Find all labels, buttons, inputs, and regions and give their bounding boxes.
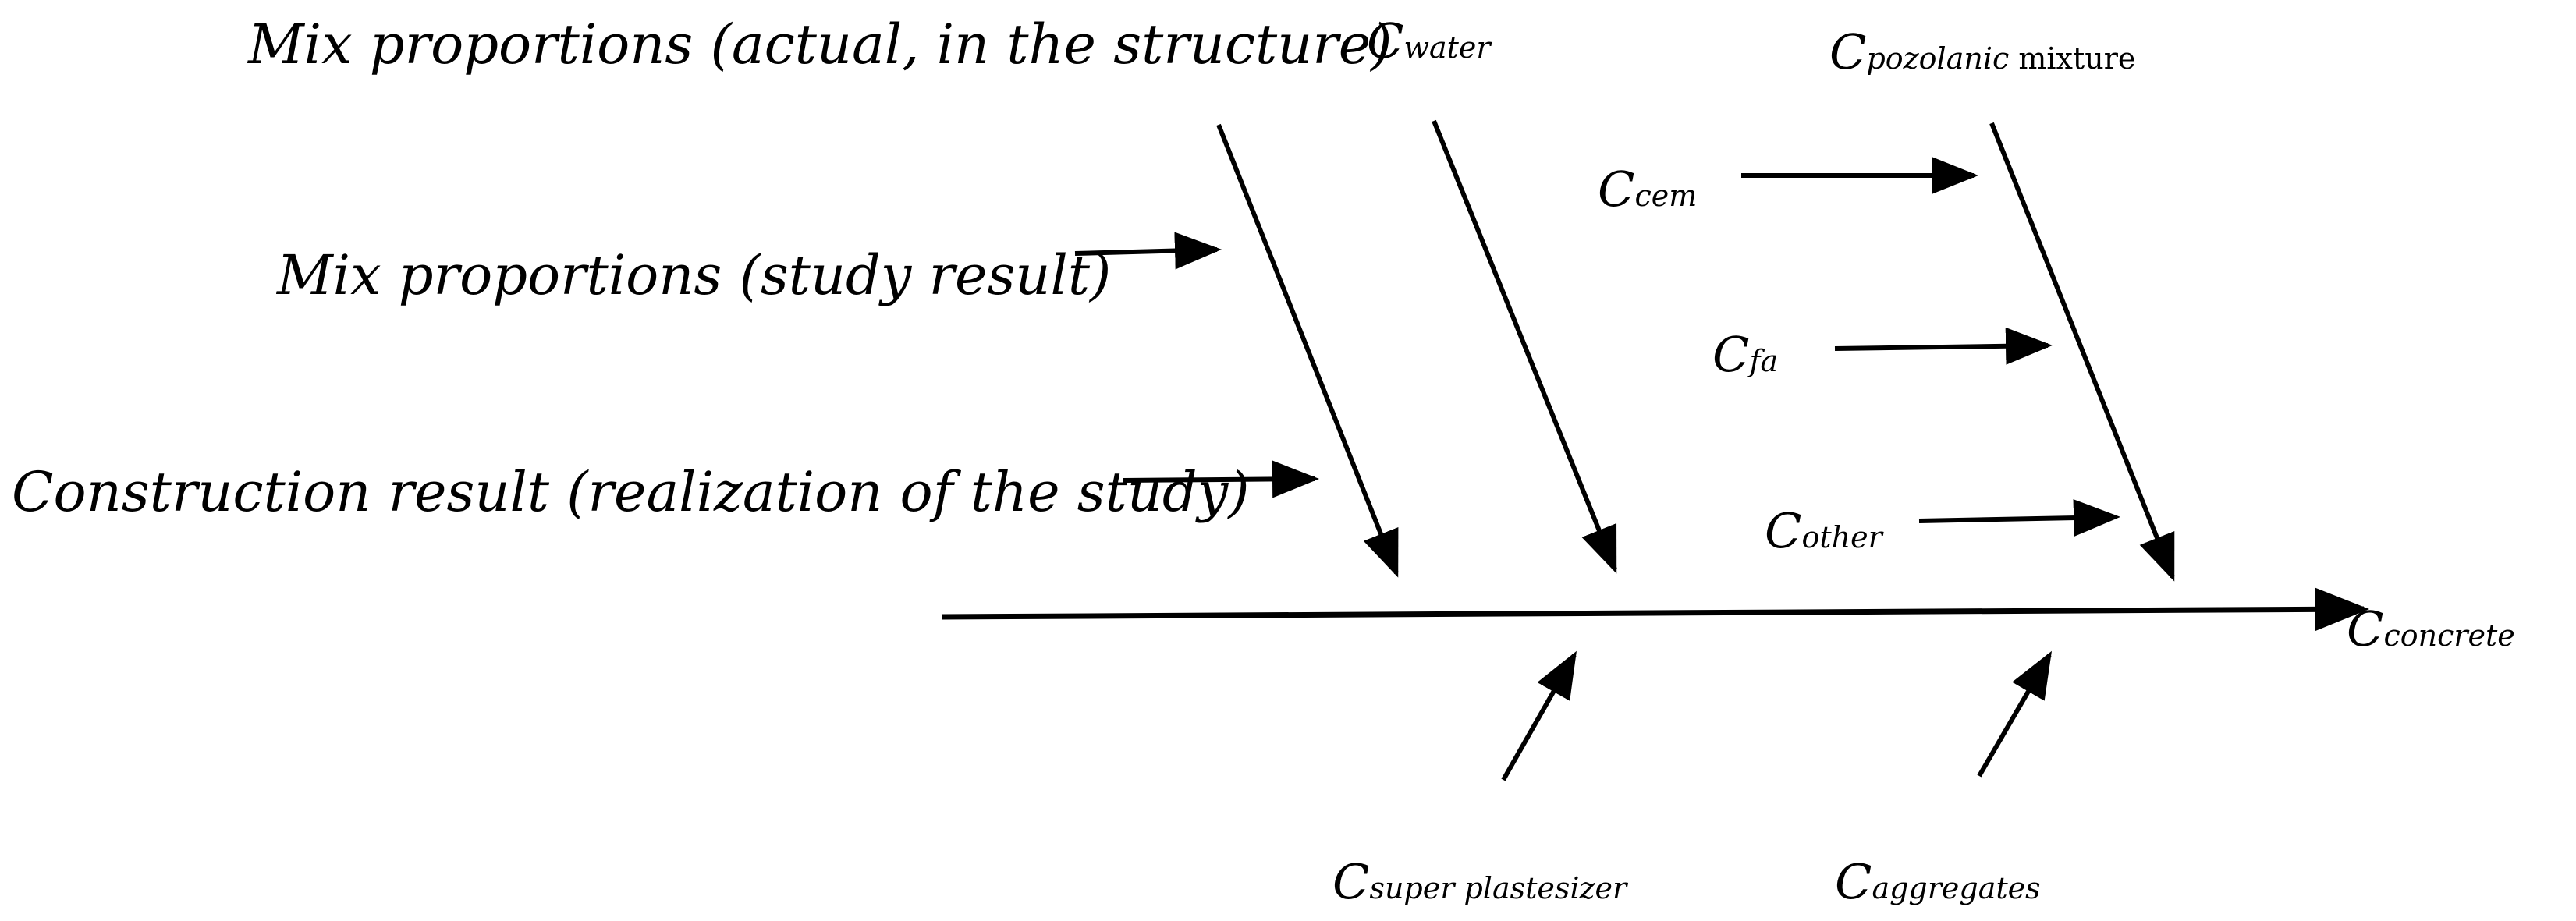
construction-result-label: Construction result (realization of the … xyxy=(12,460,1250,524)
c-other-label: Cother xyxy=(1765,502,1882,559)
bone-mix-proportions-arrow xyxy=(1216,123,1399,578)
superplast-arrow xyxy=(1501,650,1577,781)
bone-water-arrow xyxy=(1432,119,1617,574)
other-arrow xyxy=(1918,499,2120,537)
c-concrete-label: Cconcrete xyxy=(2347,600,2515,657)
aggregates-arrow xyxy=(1977,650,2053,778)
c-superplasticizer-label: Csuper plastesizer xyxy=(1332,853,1627,910)
c-fa-label: Cfa xyxy=(1712,326,1779,383)
c-aggregates-label: Caggregates xyxy=(1835,853,2041,910)
c-water-label: Cwater xyxy=(1367,12,1491,69)
bone-pozolanic-arrow xyxy=(1989,122,2175,582)
c-cem-label: Ccem xyxy=(1598,161,1698,218)
construction-arrow xyxy=(1123,460,1319,498)
mix-proportions-study-label: Mix proportions (study result) xyxy=(277,243,1112,307)
fa-arrow xyxy=(1834,327,2053,365)
mix-study-arrow xyxy=(1074,232,1222,270)
c-pozolanic-mixture-label: Cpozolanic mixture xyxy=(1829,23,2136,80)
mix-proportions-actual-label: Mix proportions (actual, in the structur… xyxy=(248,12,1393,76)
spine-arrow xyxy=(941,587,2369,632)
